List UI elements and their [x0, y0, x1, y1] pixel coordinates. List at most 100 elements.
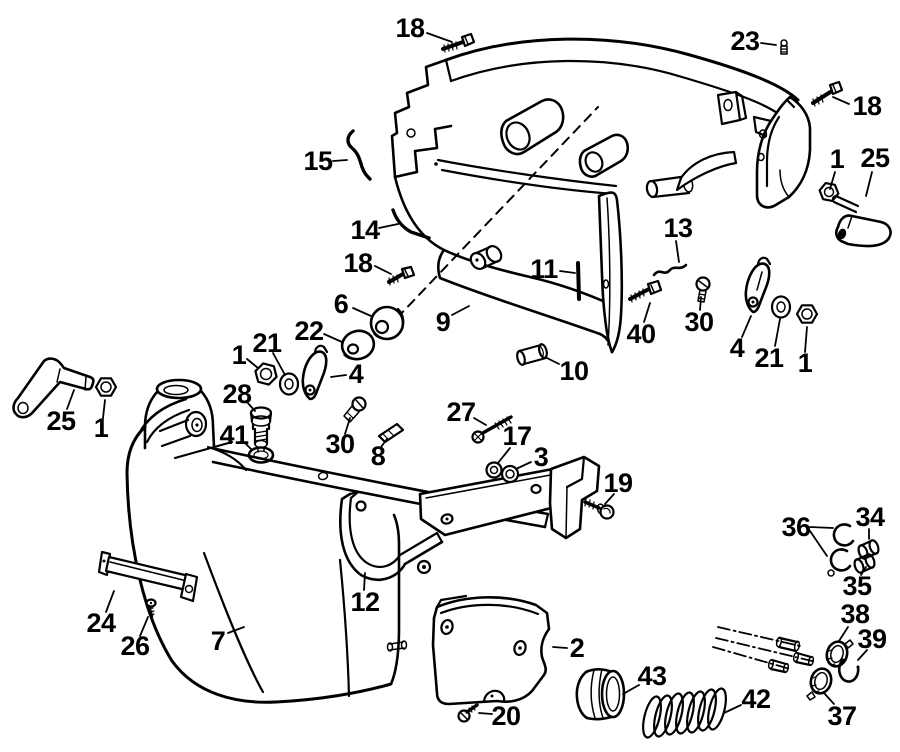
retainer-bracket-12 [339, 490, 444, 581]
callout-leader-21b [774, 318, 781, 347]
callout-leader-24 [105, 590, 115, 613]
callout-19: 19 [603, 468, 633, 498]
nut-1-center [254, 362, 278, 386]
callout-leader-1b [246, 358, 259, 369]
callout-1a: 1 [830, 144, 845, 174]
callout-leader-4a [330, 374, 347, 378]
lever-25-right [831, 194, 892, 248]
spring-42 [642, 687, 727, 739]
callout-leader-4b [741, 315, 752, 338]
callout-11: 11 [530, 254, 558, 284]
pin-11 [576, 261, 581, 301]
bracket-24 [97, 550, 199, 603]
callout-leader-12 [363, 572, 366, 591]
callout-22: 22 [294, 316, 323, 346]
adapter-plate [418, 467, 568, 537]
sleeve-10 [516, 343, 548, 366]
callout-leader-18a [426, 32, 453, 43]
callout-leader-3 [515, 461, 532, 470]
callout-leader-36 [809, 526, 834, 529]
callout-43: 43 [637, 661, 667, 691]
callout-leader-41 [242, 440, 253, 451]
callout-38: 38 [840, 599, 870, 629]
callout-leader-1a [829, 171, 836, 190]
washer-21-center [278, 372, 300, 396]
nut-1-upper-right [818, 182, 840, 202]
pin-8 [377, 422, 405, 444]
callout-leader-30b [699, 296, 702, 311]
screw-18-mid [387, 265, 416, 286]
callout-13: 13 [663, 213, 693, 243]
step-bracket [548, 455, 601, 540]
callout-leader-35 [860, 566, 867, 576]
retaining-ring-39 [837, 658, 860, 683]
callout-20: 20 [491, 701, 520, 731]
callout-9: 9 [436, 307, 451, 337]
clamp-4-left [301, 344, 329, 401]
callout-leader-15 [332, 159, 348, 162]
callout-leader-37 [823, 692, 835, 705]
washer-21-right [770, 295, 792, 319]
washer-3 [500, 464, 520, 484]
callout-7: 7 [211, 626, 226, 656]
screw-18-top-right [811, 80, 844, 107]
callout-23: 23 [730, 26, 760, 56]
nut-1-lower-right [795, 304, 819, 324]
screw-18-top-left [441, 32, 476, 53]
screw-30-right [695, 276, 711, 303]
callout-26: 26 [120, 631, 150, 661]
callout-41: 41 [219, 420, 249, 450]
screw-40 [628, 279, 663, 303]
callout-leader-26 [139, 616, 149, 637]
cover-plate-2 [431, 594, 551, 706]
clamp-37 [806, 667, 833, 701]
callout-18c: 18 [343, 248, 373, 278]
callout-30a: 30 [325, 429, 354, 459]
callout-leader-14 [378, 223, 399, 229]
callout-leader-20 [478, 712, 493, 715]
callout-leader-17 [497, 447, 511, 464]
clamp-38 [825, 639, 854, 668]
callout-leader-43 [622, 684, 640, 695]
callout-leader-9 [451, 305, 470, 316]
callout-leader-7 [227, 626, 245, 634]
callout-leader-22 [323, 333, 343, 343]
callout-40: 40 [626, 319, 655, 349]
hidden-assembly-line [396, 106, 599, 319]
callout-leader-18b [832, 96, 850, 105]
callout-18b: 18 [852, 91, 882, 121]
callout-4a: 4 [349, 359, 364, 389]
callout-30b: 30 [684, 307, 713, 337]
callout-24: 24 [86, 608, 116, 638]
callout-6: 6 [334, 289, 349, 319]
callout-36: 36 [781, 512, 811, 542]
callout-35: 35 [842, 571, 872, 601]
callout-18a: 18 [395, 13, 425, 43]
callout-1b: 1 [232, 340, 247, 370]
clamp-4-right [744, 256, 772, 314]
callout-17: 17 [502, 421, 531, 451]
callout-3: 3 [534, 442, 549, 472]
screw-30-left [343, 396, 367, 423]
lever-25-left [12, 357, 95, 419]
upper-housing-part-9 [390, 37, 812, 354]
callout-leader-1c [102, 399, 106, 419]
callout-37: 37 [827, 701, 856, 731]
callout-leader-10 [546, 357, 560, 365]
callout-leader-30a [344, 417, 351, 435]
callout-leader-11 [559, 270, 576, 274]
callout-leader-39 [857, 649, 868, 661]
callout-leader-27 [473, 417, 487, 426]
vent-plug-28 [249, 406, 273, 453]
callout-leader-19 [604, 493, 615, 505]
callout-39: 39 [857, 624, 887, 654]
assembly-centerlines [712, 626, 815, 674]
callout-27: 27 [446, 397, 475, 427]
callout-2: 2 [570, 633, 585, 663]
callout-12: 12 [350, 587, 379, 617]
callout-14: 14 [350, 215, 380, 245]
callout-leader-25a [865, 171, 873, 197]
callout-leader-23 [760, 42, 777, 46]
